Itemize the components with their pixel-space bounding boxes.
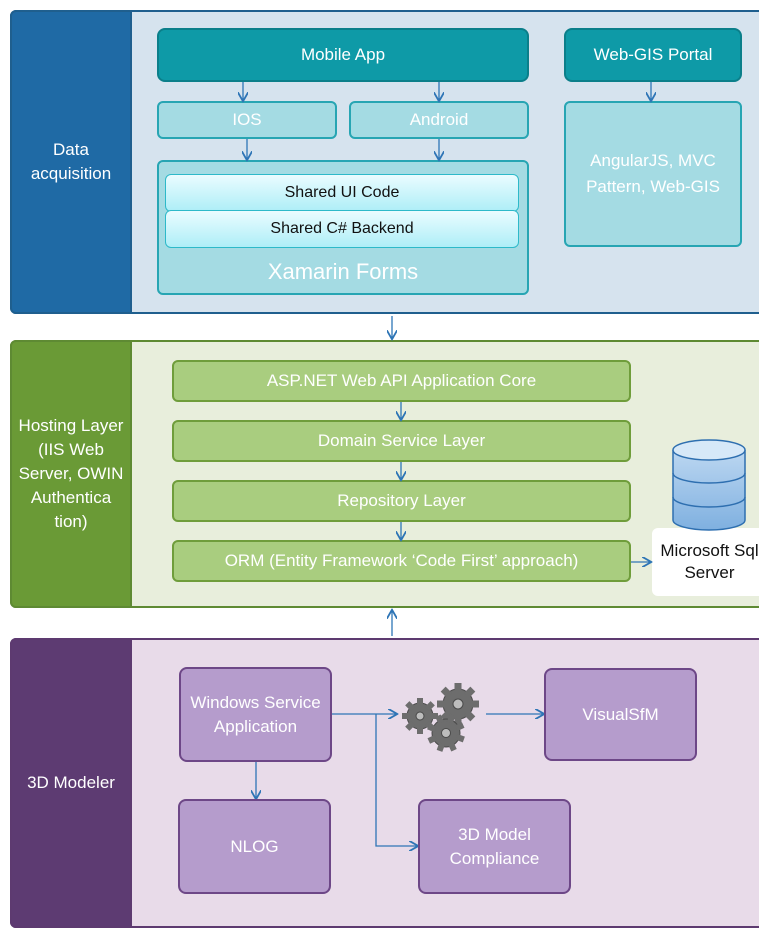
nlog-box: NLOG (178, 799, 331, 894)
windows-service-box: Windows Service Application (179, 667, 332, 762)
hosting-layer-label: Hosting Layer (IIS Web Server, OWIN Auth… (10, 340, 132, 608)
shared-ui-code-box: Shared UI Code (165, 174, 519, 212)
web-gis-tech-box: AngularJS, MVC Pattern, Web-GIS (564, 101, 742, 247)
sql-server-label: Microsoft Sql Server (652, 528, 759, 596)
data-acquisition-label: Data acquisition (10, 10, 132, 314)
mobile-app-box: Mobile App (157, 28, 529, 82)
repository-box: Repository Layer (172, 480, 631, 522)
modeler-label: 3D Modeler (10, 638, 132, 928)
model-compliance-box: 3D Model Compliance (418, 799, 571, 894)
api-core-box: ASP.NET Web API Application Core (172, 360, 631, 402)
domain-service-box: Domain Service Layer (172, 420, 631, 462)
xamarin-forms-label: Xamarin Forms (267, 259, 419, 284)
ios-box: IOS (157, 101, 337, 139)
visualsfm-box: VisualSfM (544, 668, 697, 761)
android-box: Android (349, 101, 529, 139)
web-gis-portal-box: Web-GIS Portal (564, 28, 742, 82)
orm-box: ORM (Entity Framework ‘Code First’ appro… (172, 540, 631, 582)
shared-backend-box: Shared C# Backend (165, 210, 519, 248)
